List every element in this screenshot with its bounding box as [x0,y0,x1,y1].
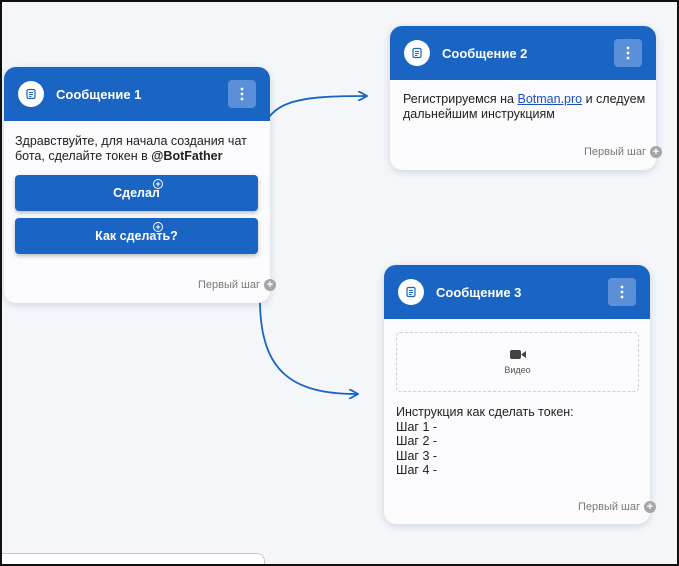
reply-button-kak-sdelat[interactable]: Как сделать? [15,218,258,254]
kebab-menu-icon [620,285,624,299]
video-label: Видео [504,365,531,375]
add-next-step-icon[interactable]: + [644,501,656,513]
card-header: Сообщение 1 [4,67,270,121]
card-menu-button[interactable] [608,278,636,306]
text-line: Шаг 1 - [396,419,438,434]
mention: @BotFather [151,149,223,163]
next-step-row: Первый шаг + [584,146,662,158]
text-line: Шаг 4 - [396,463,438,477]
card-header: Сообщение 2 [390,26,656,80]
text-line: Шаг 3 - [396,448,438,463]
message-card-2[interactable]: Сообщение 2 Регистрируемся на Botman.pro… [390,26,662,170]
message-text: Инструкция как сделать токен: Шаг 1 - Ша… [396,405,641,478]
message-text: Регистрируемся на Botman.pro и следуем д… [403,92,646,121]
video-camera-icon [509,350,526,359]
card-title: Сообщение 1 [56,86,142,102]
message-icon [18,81,44,107]
message-icon [404,40,430,66]
card-menu-button[interactable] [228,80,256,108]
next-step-row: Первый шаг + [198,279,276,291]
video-attachment[interactable]: Видео [396,332,639,392]
text-line: Шаг 2 - [396,434,438,448]
text-line: Инструкция как сделать токен: [396,405,574,419]
next-step-label: Первый шаг [197,279,260,291]
card-title: Сообщение 2 [442,45,528,61]
message-icon [398,279,424,305]
kebab-menu-icon [626,46,630,60]
card-title: Сообщение 3 [436,284,522,300]
message-card-1[interactable]: Сообщение 1 Здравствуйте, для начала соз… [4,67,276,303]
kebab-menu-icon [240,87,244,101]
bottom-panel [0,553,265,566]
next-step-label: Первый шаг [577,501,640,513]
message-card-3[interactable]: Сообщение 3 Видео Инструкция как сделать… [384,265,656,524]
reply-button-sdelal[interactable]: Сделал [15,175,258,211]
button-output-port-icon[interactable]: + [153,179,163,189]
button-output-port-icon[interactable]: + [153,222,163,232]
add-next-step-icon[interactable]: + [650,146,662,158]
card-menu-button[interactable] [614,39,642,67]
next-step-row: Первый шаг + [578,501,656,513]
botman-link[interactable]: Botman.pro [517,92,583,106]
next-step-label: Первый шаг [583,146,646,158]
card-header: Сообщение 3 [384,265,650,319]
add-next-step-icon[interactable]: + [264,279,276,291]
message-text: Здравствуйте, для начала создания чат бо… [15,134,247,163]
